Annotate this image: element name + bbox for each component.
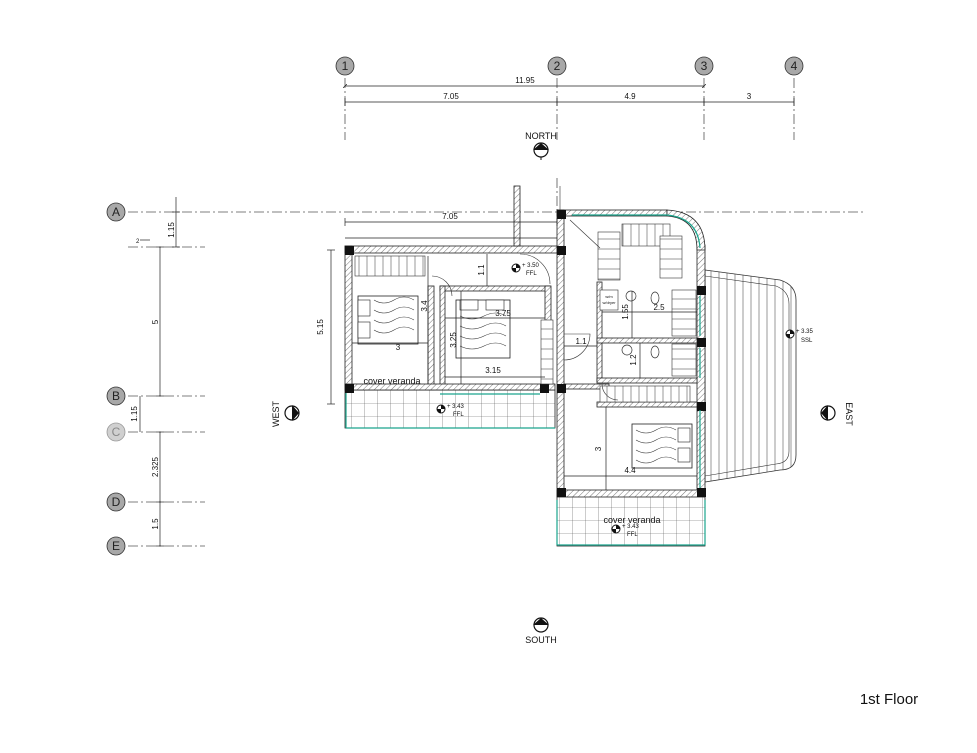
- svg-text:B: B: [112, 389, 120, 403]
- wardrobe-bedroom-3: [599, 385, 691, 403]
- svg-text:1: 1: [342, 59, 349, 73]
- wardrobe-bedroom-2: [540, 319, 554, 385]
- dim-seg-3: 3: [747, 92, 752, 101]
- sheet-title: 1st Floor: [860, 691, 918, 708]
- grid-bubble-2: 2: [547, 56, 567, 76]
- west-veranda-label: cover veranda: [363, 376, 420, 386]
- svg-text:E: E: [112, 539, 120, 553]
- svg-text:4.4: 4.4: [624, 466, 636, 475]
- grid-bubble-1: 1: [335, 56, 355, 76]
- grid-bubble-C: C: [106, 422, 126, 442]
- svg-text:+ 3.50: + 3.50: [522, 263, 540, 269]
- svg-text:NORTH: NORTH: [525, 131, 557, 141]
- west-veranda-floor: [344, 389, 556, 429]
- grid-bubble-3: 3: [694, 56, 714, 76]
- south-veranda-label: cover veranda: [603, 515, 660, 525]
- west-marker: WEST: [271, 400, 300, 427]
- svg-text:FFL: FFL: [526, 271, 537, 277]
- svg-text:3: 3: [701, 59, 708, 73]
- svg-text:5.15: 5.15: [316, 319, 325, 335]
- svg-text:D: D: [112, 495, 121, 509]
- svg-text:FFL: FFL: [627, 532, 638, 538]
- svg-text:+ 3.35: + 3.35: [796, 329, 814, 335]
- svg-text:1.2: 1.2: [629, 354, 638, 366]
- bathroom-fixtures: w/m w/dryer: [599, 289, 697, 377]
- left-dimensions: 1.15 2 5 1.15 2.325 1.5: [130, 197, 180, 547]
- south-veranda-floor: [556, 495, 706, 547]
- grid-bubble-E: E: [106, 536, 126, 556]
- svg-text:EAST: EAST: [844, 402, 854, 426]
- building: w/m w/dryer: [344, 185, 797, 547]
- svg-text:1.1: 1.1: [477, 264, 486, 276]
- svg-text:WEST: WEST: [271, 400, 281, 427]
- dim-left-5: 2.325: [151, 456, 160, 477]
- svg-text:SSL: SSL: [801, 338, 813, 344]
- svg-text:C: C: [112, 425, 121, 439]
- svg-text:w/dryer: w/dryer: [602, 300, 616, 305]
- north-marker: NORTH: [525, 131, 557, 160]
- staircase: [569, 219, 683, 281]
- room-labels: cover veranda cover veranda: [363, 376, 660, 525]
- dim-overall: 11.95: [515, 76, 535, 85]
- svg-text:2: 2: [554, 59, 561, 73]
- dim-seg-1: 7.05: [443, 92, 459, 101]
- dim-left-3: 5: [151, 319, 160, 324]
- svg-text:3.4: 3.4: [420, 300, 429, 312]
- orientation-markers: NORTH SOUTH WEST EAST: [271, 131, 854, 645]
- svg-text:2.5: 2.5: [653, 303, 665, 312]
- svg-text:3.75: 3.75: [495, 309, 511, 318]
- top-dimensions: 11.95 7.05 4.9 3: [345, 76, 795, 106]
- bed-bedroom-1: [357, 295, 419, 345]
- east-marker: EAST: [820, 402, 854, 426]
- east-roof-terrace: [704, 269, 797, 483]
- dim-seg-2: 4.9: [624, 92, 636, 101]
- svg-text:+ 3.43: + 3.43: [622, 524, 640, 530]
- south-marker: SOUTH: [525, 617, 557, 645]
- svg-text:+ 3.43: + 3.43: [447, 404, 465, 410]
- svg-text:3.25: 3.25: [449, 332, 458, 348]
- level-ssl-roof: + 3.35 SSL: [785, 329, 814, 344]
- grid-row-bubbles: A B C D E: [106, 202, 126, 556]
- bed-bedroom-2: [455, 299, 511, 359]
- svg-text:4: 4: [791, 59, 798, 73]
- grid-bubble-B: B: [106, 386, 126, 406]
- svg-text:3.15: 3.15: [485, 366, 501, 375]
- svg-text:7.05: 7.05: [442, 212, 458, 221]
- bed-bedroom-3: [631, 423, 693, 469]
- level-markers: + 3.50 FFL + 3.43 FFL + 3.43 FFL + 3.35 …: [436, 263, 814, 538]
- level-ffl-south-veranda: + 3.43 FFL: [611, 524, 640, 538]
- grid-column-bubbles: 1 2 3 4: [335, 56, 804, 76]
- grid-bubble-D: D: [106, 492, 126, 512]
- dim-left-4: 1.15: [130, 406, 139, 422]
- dim-left-2: 2: [136, 239, 140, 245]
- svg-text:SOUTH: SOUTH: [525, 635, 557, 645]
- grid-axes: [128, 78, 865, 547]
- plan-dimensions: 7.05 5.15 1.1 3.4 3 3.75 3.25 3.15 1.1 1…: [316, 212, 697, 490]
- level-ffl-west-veranda: + 3.43 FFL: [436, 404, 465, 418]
- level-ffl-main: + 3.50 FFL: [511, 263, 540, 277]
- dim-left-6: 1.5: [151, 518, 160, 530]
- svg-text:FFL: FFL: [453, 412, 464, 418]
- grid-bubble-4: 4: [784, 56, 804, 76]
- svg-text:w/m: w/m: [605, 294, 613, 299]
- svg-text:3: 3: [594, 446, 603, 451]
- wardrobe-bedroom-1: [354, 255, 426, 277]
- grid-bubble-A: A: [106, 202, 126, 222]
- dim-left-1: 1.15: [167, 222, 176, 238]
- svg-text:3: 3: [396, 343, 401, 352]
- svg-text:A: A: [112, 205, 120, 219]
- svg-text:1.1: 1.1: [575, 337, 587, 346]
